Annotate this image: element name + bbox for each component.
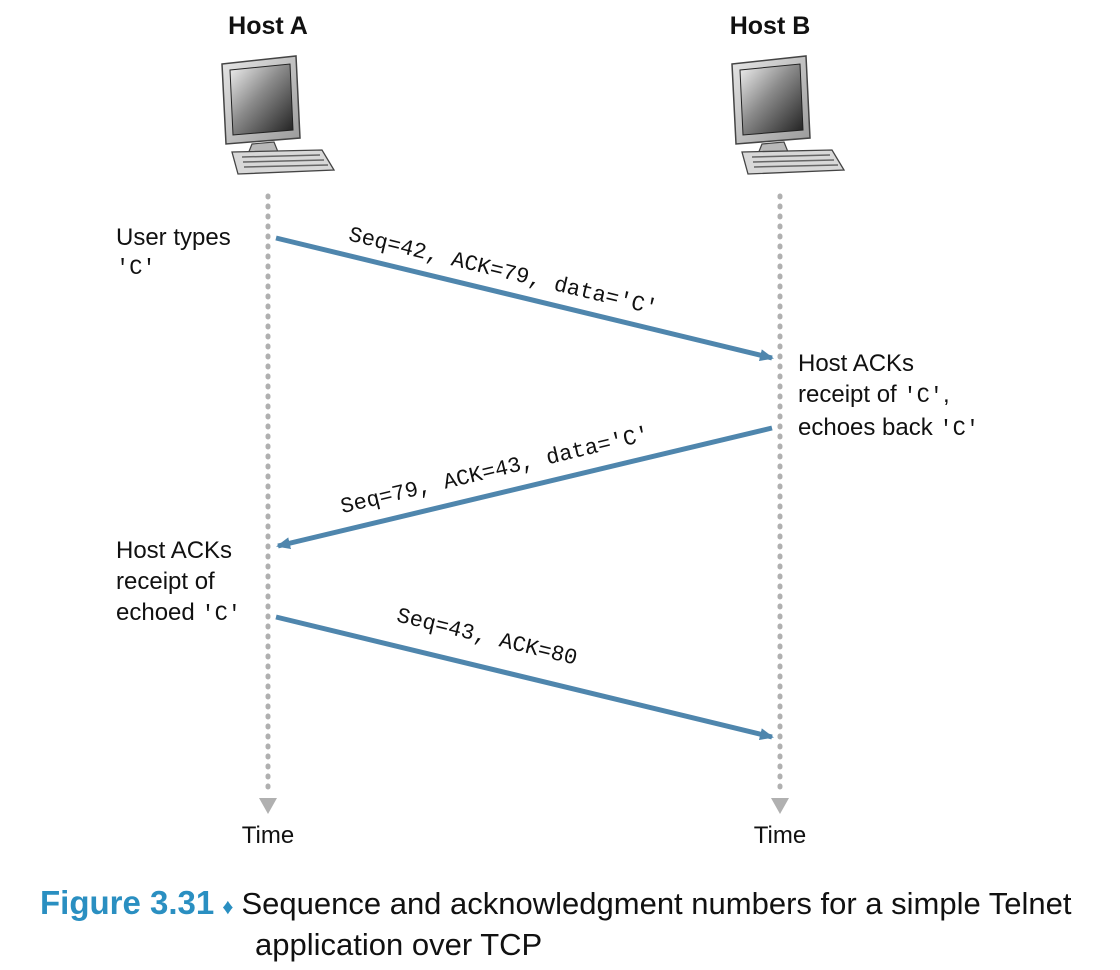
host-b-time-label: Time	[753, 822, 807, 849]
message-arrow-1	[275, 235, 774, 362]
user-types-char: 'C'	[116, 256, 156, 281]
user-types-note: User types 'C'	[116, 222, 231, 284]
figure-number: Figure 3.31	[40, 884, 215, 921]
host-a-timeline-arrow	[259, 798, 277, 814]
figure-caption: Figure 3.31 ♦ Sequence and acknowledgment …	[40, 884, 1110, 964]
host-b-label: Host B	[729, 12, 811, 40]
host-b-ack-line2-code: 'C'	[903, 384, 943, 409]
host-a-ack-line3: echoed 'C'	[116, 597, 241, 630]
sequence-diagram	[221, 55, 845, 814]
caption-line1: Figure 3.31 ♦ Sequence and acknowledgment …	[40, 884, 1110, 926]
host-b-ack-line2-tail: ,	[943, 381, 950, 408]
host-b-timeline-arrow	[771, 798, 789, 814]
host-a-label: Host A	[228, 12, 308, 40]
host-a-time-label: Time	[241, 822, 295, 849]
host-b-ack-line3: echoes back 'C'	[798, 412, 979, 445]
host-b-ack-line1: Host ACKs	[798, 350, 915, 377]
host-a-ack-line1: Host ACKs	[116, 537, 233, 564]
host-a-ack-line3-text: echoed	[116, 599, 202, 626]
caption-text-line1: Sequence and acknowledgment numbers for …	[241, 886, 1072, 921]
host-b-ack-line2: receipt of 'C',	[798, 379, 979, 412]
host-a-computer-icon	[221, 55, 335, 175]
caption-text-line2: application over TCP	[255, 927, 543, 962]
message-arrow-3	[275, 614, 774, 741]
host-b-ack-note: Host ACKs receipt of 'C', echoes back 'C…	[798, 348, 979, 445]
host-b-ack-line3-code: 'C'	[939, 417, 980, 442]
message-arrow-2	[276, 425, 773, 550]
host-a-ack-line2: receipt of	[116, 568, 215, 595]
host-b-ack-line3-text: echoes back	[798, 414, 940, 441]
host-b-ack-line2-text: receipt of	[798, 381, 904, 408]
diamond-icon: ♦	[222, 894, 234, 919]
user-types-line1: User types	[116, 224, 231, 251]
host-b-computer-icon	[731, 55, 845, 175]
host-a-ack-line3-code: 'C'	[201, 602, 242, 627]
host-a-ack-note: Host ACKs receipt of echoed 'C'	[116, 535, 241, 630]
